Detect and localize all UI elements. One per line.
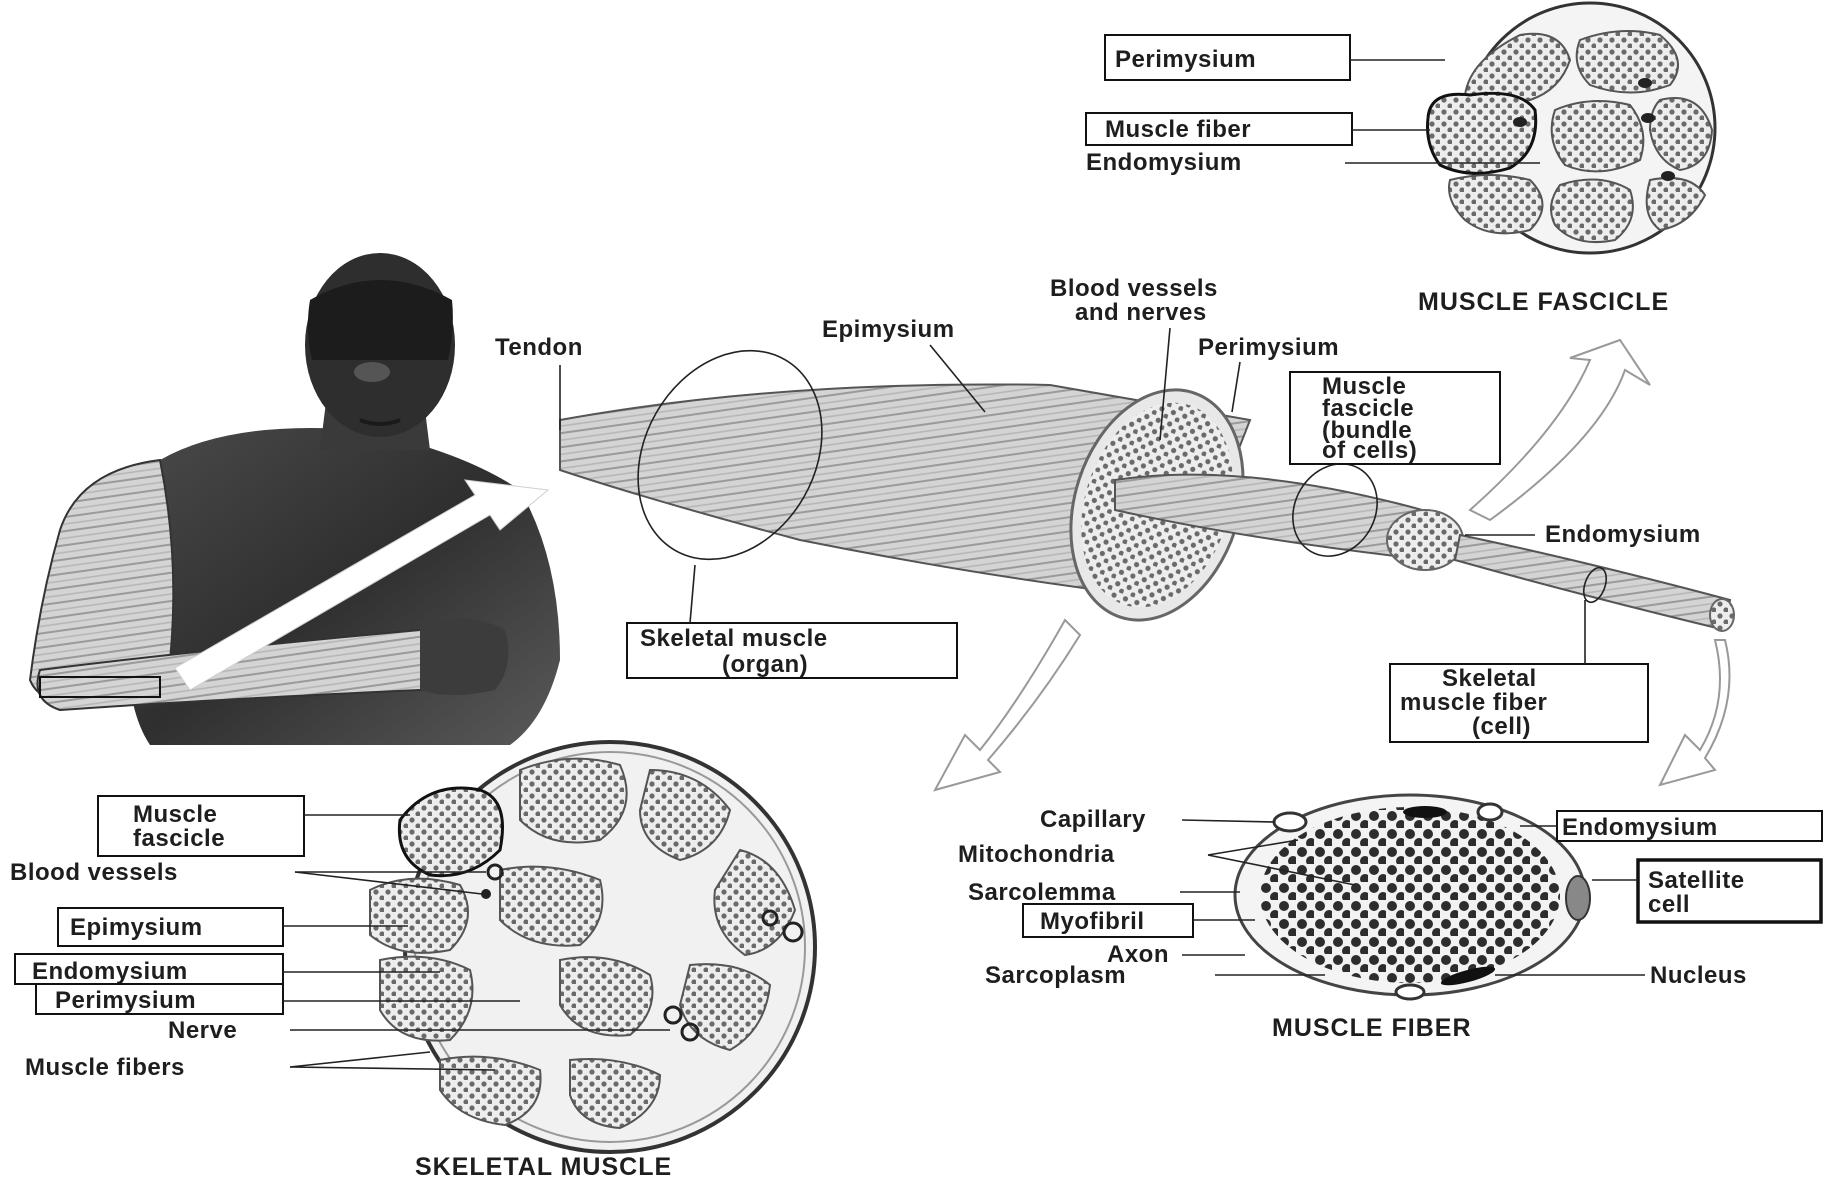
fiber-myofibril-label: Myofibril xyxy=(1040,908,1145,935)
skeletal-muscle-fascicle-label-line2: fascicle xyxy=(133,825,225,852)
tendon-label: Tendon xyxy=(495,334,583,361)
muscle-organ-bundle xyxy=(560,317,1734,642)
muscle-fiber-title: MUSCLE FIBER xyxy=(1272,1014,1472,1042)
skeletal-muscle-fibers-label: Muscle fibers xyxy=(25,1054,185,1081)
skeletal-muscle-fascicle-label-line1: Muscle xyxy=(133,801,217,828)
fiber-sarcoplasm-label: Sarcoplasm xyxy=(985,962,1126,989)
skeletal-muscle-cross-section xyxy=(370,742,815,1152)
fiber-endomysium-label: Endomysium xyxy=(1562,814,1718,841)
fiber-satellite-label-line2: cell xyxy=(1648,891,1690,918)
blood-vessels-label-line2: and nerves xyxy=(1075,299,1207,326)
fiber-capillary-label: Capillary xyxy=(1040,806,1146,833)
muscle-fascicle-label-line4: of cells) xyxy=(1322,437,1417,464)
fiber-sarcolemma-label: Sarcolemma xyxy=(968,879,1116,906)
skeletal-endomysium-label: Endomysium xyxy=(32,958,188,985)
fascicle-cross-section xyxy=(1428,3,1716,253)
arrow-to-fiber-section xyxy=(1660,640,1730,785)
skeletal-muscle-label-line2: (organ) xyxy=(722,651,808,678)
fascicle-endomysium-label: Endomysium xyxy=(1086,149,1242,176)
skeletal-muscle-label-line1: Skeletal muscle xyxy=(640,625,828,652)
blood-vessels-label-line1: Blood vessels xyxy=(1050,275,1218,302)
arrow-to-fascicle xyxy=(1470,340,1650,520)
fascicle-muscle-fiber-label: Muscle fiber xyxy=(1105,116,1251,143)
skeletal-fiber-label-line2: muscle fiber xyxy=(1400,689,1547,716)
man-figure xyxy=(30,253,560,745)
epimysium-label: Epimysium xyxy=(822,316,955,343)
skeletal-perimysium-label: Perimysium xyxy=(55,987,196,1014)
fiber-mitochondria-label: Mitochondria xyxy=(958,841,1115,868)
perimysium-label: Perimysium xyxy=(1198,334,1339,361)
fascicle-perimysium-label: Perimysium xyxy=(1115,46,1256,73)
endomysium-label: Endomysium xyxy=(1545,521,1701,548)
skeletal-muscle-title: SKELETAL MUSCLE xyxy=(415,1153,672,1179)
fiber-satellite-label-line1: Satellite xyxy=(1648,867,1745,894)
skeletal-fiber-label-line1: Skeletal xyxy=(1442,665,1537,692)
fascicle-title: MUSCLE FASCICLE xyxy=(1418,288,1669,316)
skeletal-blood-vessels-label: Blood vessels xyxy=(10,859,178,886)
skeletal-fiber-label-line3: (cell) xyxy=(1472,713,1531,740)
skeletal-nerve-label: Nerve xyxy=(168,1017,237,1044)
fiber-nucleus-label: Nucleus xyxy=(1650,962,1747,989)
skeletal-epimysium-label: Epimysium xyxy=(70,914,203,941)
